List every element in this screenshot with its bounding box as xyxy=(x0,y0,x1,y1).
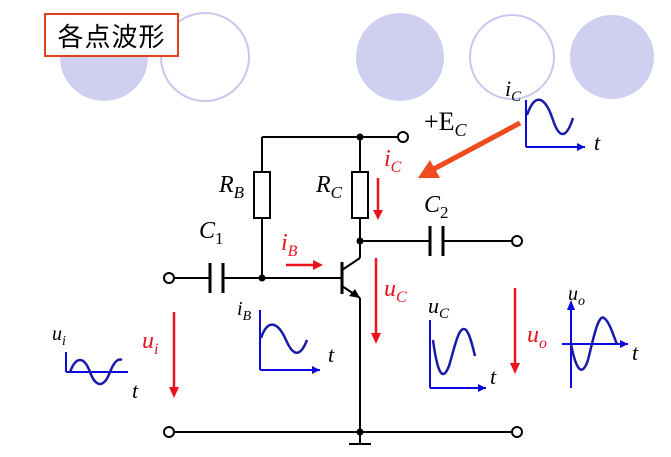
ui-curve xyxy=(68,358,123,386)
waveform-ib xyxy=(259,310,320,374)
uo-graph-xlabel: t xyxy=(632,340,639,365)
junction-dot xyxy=(356,133,364,141)
resistor-rc xyxy=(351,171,369,219)
uo-graph-ylabel: uo xyxy=(568,283,585,309)
ic-graph-xlabel: t xyxy=(594,130,601,155)
ui-arrowhead xyxy=(169,387,179,398)
waveform-ui xyxy=(65,352,128,386)
pointer-arrowhead xyxy=(418,160,440,178)
decor-circle-4 xyxy=(469,14,555,100)
uc-arrowhead xyxy=(371,333,381,344)
ic-graph-ylabel: iC xyxy=(505,76,522,105)
decor-circle-2 xyxy=(160,12,250,102)
uo-arrowhead xyxy=(510,363,520,374)
input-terminal xyxy=(163,272,175,284)
junction-dot xyxy=(356,428,364,436)
terminals xyxy=(163,131,523,438)
uc-curve xyxy=(431,327,477,376)
output-ground-terminal xyxy=(511,426,523,438)
waveform-uo xyxy=(562,300,628,388)
capacitor-c1 xyxy=(208,263,225,293)
ib-graph-xlabel: t xyxy=(328,342,335,367)
ib-graph-ylabel: iB xyxy=(237,298,252,324)
capacitor-c2 xyxy=(428,226,445,256)
supply-terminal xyxy=(397,131,409,143)
red-arrows xyxy=(169,178,520,398)
pointer-arrow-shaft xyxy=(430,120,522,173)
junction-dot xyxy=(356,237,364,245)
uc-graph-xlabel: t xyxy=(490,364,497,389)
labels: +EC RB RC C1 C2 iB iC uC ui uo iC t iB t… xyxy=(52,76,639,403)
supply-label: +EC xyxy=(424,107,468,140)
slide-title: 各点波形 xyxy=(44,13,179,57)
c2-label: C2 xyxy=(424,192,449,222)
waveform-uc xyxy=(429,320,486,392)
uc-arrow-label: uC xyxy=(384,276,407,306)
output-terminal xyxy=(511,235,523,247)
uo-x-arrow-icon xyxy=(620,340,628,348)
decor-circle-5 xyxy=(570,15,654,99)
ib-arrowhead xyxy=(313,260,323,270)
waveform-ic xyxy=(525,98,585,151)
ui-arrow-label: ui xyxy=(142,328,158,358)
uo-y-arrow-icon xyxy=(567,300,575,310)
emitter-arrow-icon xyxy=(349,289,360,298)
uc-x-arrow-icon xyxy=(478,384,486,392)
decor-circle-3 xyxy=(356,13,444,101)
transistor-collector-lead xyxy=(341,257,361,271)
input-ground-terminal xyxy=(163,426,175,438)
ic-x-arrow-icon xyxy=(577,143,585,151)
c1-label: C1 xyxy=(199,218,224,248)
rc-label: RC xyxy=(315,172,343,202)
ic-arrowhead xyxy=(373,210,383,220)
rb-label: RB xyxy=(218,172,245,202)
ui-graph-ylabel: ui xyxy=(52,323,66,349)
ic-curve xyxy=(525,98,575,136)
ib-curve xyxy=(259,323,309,354)
uo-arrow-label: uo xyxy=(527,322,547,352)
ui-graph-xlabel: t xyxy=(132,378,139,403)
ib-x-arrow-icon xyxy=(312,366,320,374)
pointer-arrow xyxy=(418,120,522,178)
junction-dot xyxy=(258,274,266,282)
resistor-rb xyxy=(253,171,271,219)
decor-circles xyxy=(60,12,654,102)
uo-curve xyxy=(569,316,619,371)
ic-arrow-label: iC xyxy=(384,146,402,176)
uc-graph-ylabel: uC xyxy=(428,293,450,322)
ib-arrow-label: iB xyxy=(281,230,298,260)
